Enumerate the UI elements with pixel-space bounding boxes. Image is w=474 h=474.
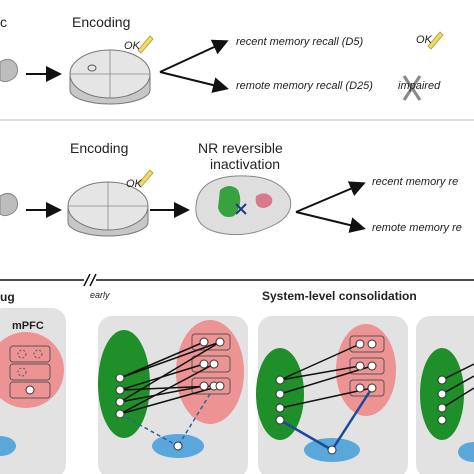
timeline-early-label: early <box>90 290 110 300</box>
timeline <box>0 273 474 287</box>
water-maze-a <box>69 49 151 105</box>
ok-pencil-icon-b <box>137 169 154 188</box>
remote-recall-label-a: remote memory recall (D25) <box>236 80 373 92</box>
recent-recall-label-a: recent memory recall (D5) <box>236 36 364 48</box>
inactivation-label-line1: NR reversible <box>198 140 283 156</box>
panel-consolidation-3 <box>416 316 474 474</box>
ok-result-label: OK <box>416 34 432 46</box>
ok-label-a: OK <box>124 40 140 52</box>
remote-recall-label-b: remote memory re <box>372 222 462 234</box>
ok-label-b: OK <box>126 178 142 190</box>
mpfc-label: mPFC <box>12 320 44 332</box>
panel-consolidation-2 <box>256 316 408 474</box>
arrow-remote-b <box>295 211 366 233</box>
recent-recall-label-b: recent memory re <box>372 176 459 188</box>
panel-b <box>0 169 366 237</box>
encoding-label-b: Encoding <box>70 140 129 156</box>
ok-result-pencil-icon <box>427 31 444 50</box>
panel-a-left-cut-label: c <box>0 14 7 30</box>
impaired-result-label: impaired <box>398 80 441 92</box>
panel-consolidation-1 <box>98 316 248 474</box>
encoding-label-a: Encoding <box>72 14 131 30</box>
mouse-icon-b <box>0 192 19 217</box>
arrow-recent-b <box>295 181 366 213</box>
arrow-recent-a <box>159 39 229 73</box>
mouse-icon <box>0 58 19 83</box>
panel-early-left <box>0 308 66 474</box>
ok-pencil-icon <box>137 35 154 54</box>
timeline-left-label: ug <box>0 290 15 304</box>
inactivation-label-line2: inactivation <box>210 156 281 172</box>
water-maze-b <box>67 181 149 237</box>
brain-icon <box>195 175 292 236</box>
impaired-cross-icon <box>402 75 422 101</box>
arrow-remote-a <box>159 71 229 93</box>
consolidation-label: System-level consolidation <box>262 289 417 303</box>
panel-a <box>0 31 444 105</box>
